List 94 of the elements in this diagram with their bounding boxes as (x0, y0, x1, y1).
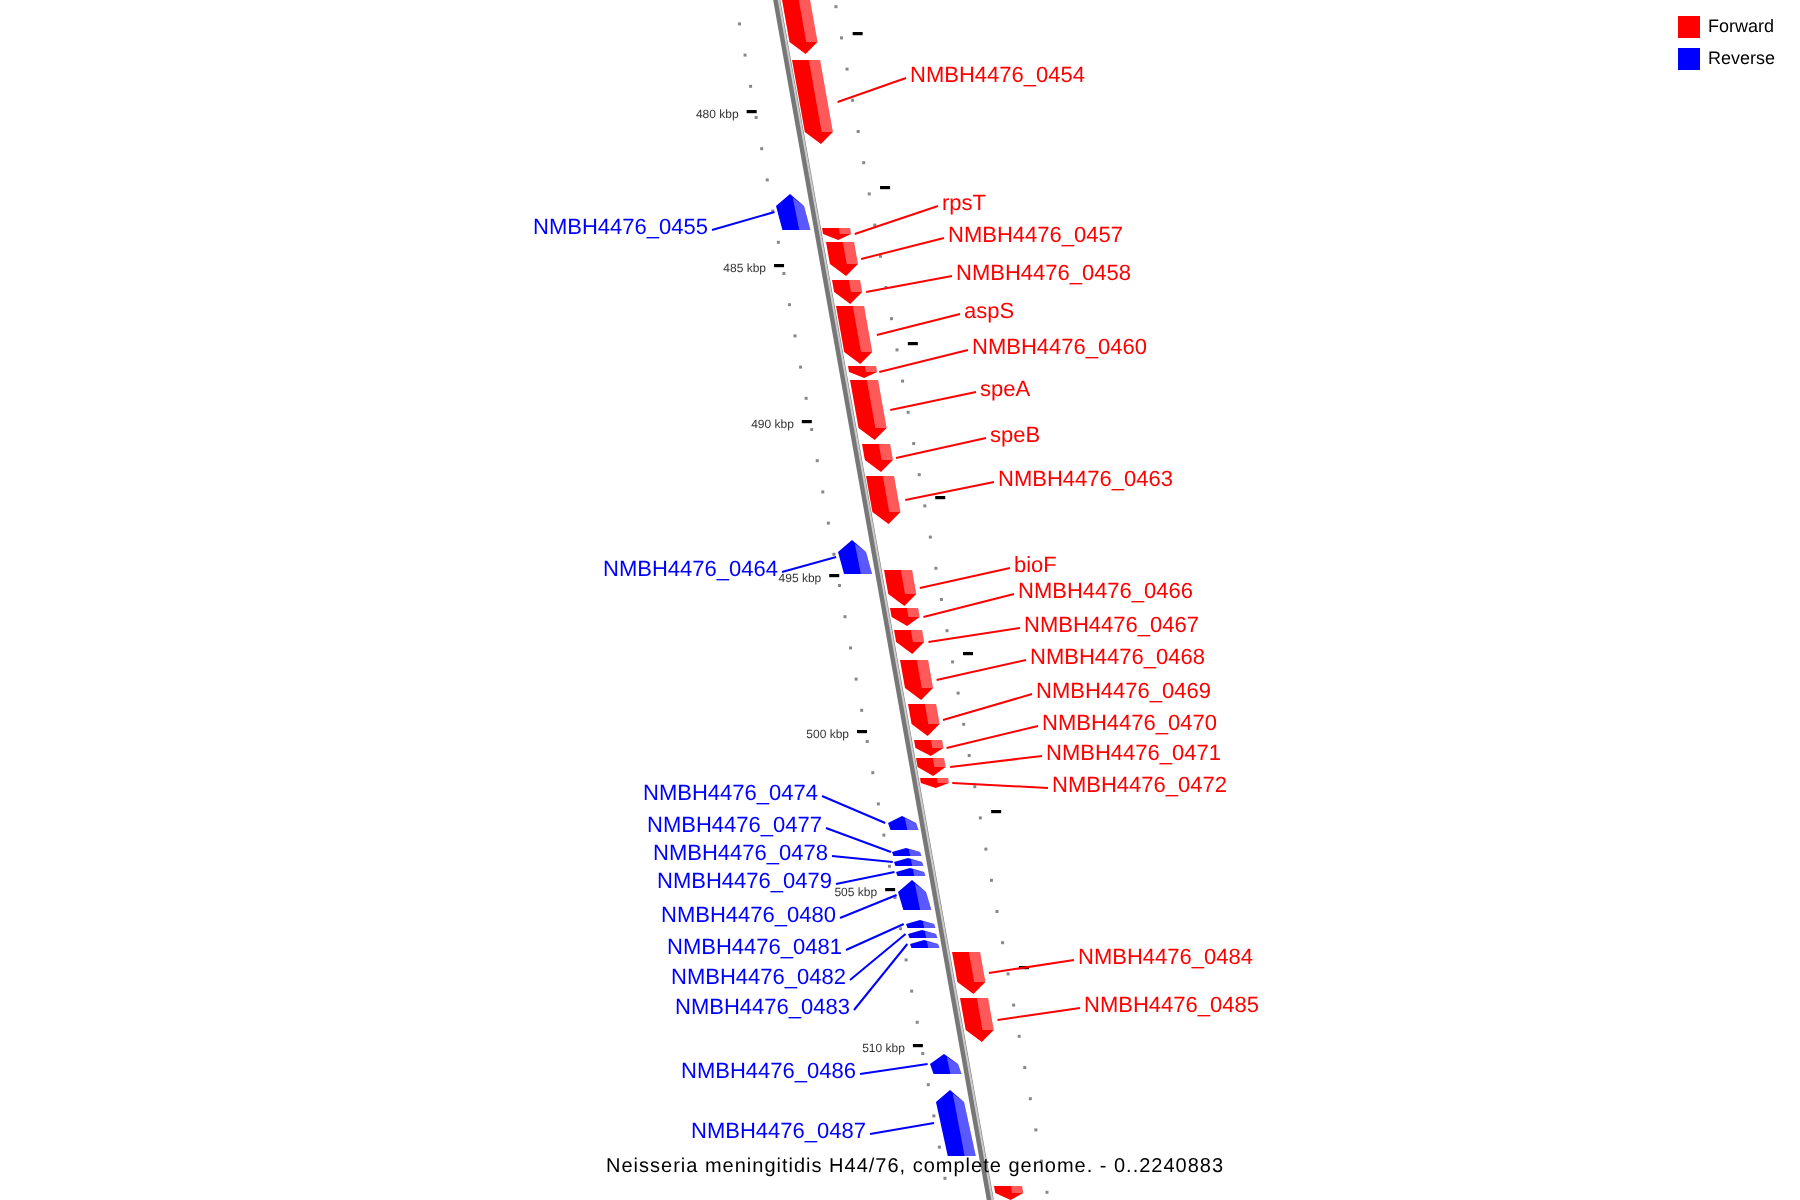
leader-line (711, 211, 776, 231)
gene-label: NMBH4476_0470 (1042, 708, 1217, 740)
leader-line (878, 349, 969, 373)
forward-gene-block (831, 280, 865, 304)
leader-line (859, 1063, 929, 1075)
gene-label: NMBH4476_0479 (657, 866, 832, 898)
forward-gene-block (920, 778, 951, 788)
leader-line (781, 556, 838, 573)
gene-label: aspS (964, 296, 1015, 328)
gene-label: NMBH4476_0463 (998, 464, 1173, 496)
gene-label: NMBH4476_0467 (1024, 610, 1199, 642)
reverse-gene-block (907, 930, 937, 938)
leader-line (951, 782, 1049, 789)
leader-line (996, 1007, 1081, 1021)
reverse-gene-block (892, 848, 923, 856)
leader-line (869, 1122, 935, 1135)
gene-label: NMBH4476_0472 (1052, 770, 1227, 802)
leader-line (895, 437, 987, 459)
forward-gene-block (916, 758, 949, 776)
leader-line (849, 933, 907, 981)
forward-gene-block (959, 998, 996, 1042)
leader-line (821, 795, 887, 824)
reverse-gene-block (776, 194, 811, 230)
forward-gene-block (894, 630, 927, 654)
reverse-gene-block (894, 858, 925, 866)
leader-line (875, 313, 961, 336)
leader-line (853, 943, 909, 1011)
forward-gene-block (907, 704, 941, 736)
reverse-gene-block (887, 816, 918, 830)
leader-line (904, 481, 995, 501)
leader-line (860, 237, 945, 260)
forward-gene-block (890, 608, 922, 626)
forward-gene-block (866, 476, 904, 524)
gene-label: NMBH4476_0460 (972, 332, 1147, 364)
gene-label: NMBH4476_0466 (1018, 576, 1193, 608)
leader-line (935, 659, 1027, 681)
gene-label: bioF (1014, 550, 1057, 582)
leader-line (918, 567, 1011, 589)
reverse-gene-block (909, 940, 939, 948)
gene-label: NMBH4476_0457 (948, 220, 1123, 252)
forward-gene-block (861, 444, 894, 472)
leader-line (831, 855, 894, 863)
gene-label: speA (980, 374, 1031, 406)
leader-line (927, 627, 1021, 643)
gene-label: NMBH4476_0480 (661, 900, 836, 932)
leader-line (825, 827, 892, 853)
gene-label: NMBH4476_0469 (1036, 676, 1211, 708)
leader-line (945, 725, 1039, 749)
gene-label: NMBH4476_0471 (1046, 738, 1221, 770)
gene-label: NMBH4476_0484 (1078, 942, 1253, 974)
reverse-gene-block (838, 540, 873, 574)
gene-label: NMBH4476_0477 (647, 810, 822, 842)
gene-label: NMBH4476_0474 (643, 778, 818, 810)
leader-line (836, 77, 907, 103)
gene-label: NMBH4476_0481 (667, 932, 842, 964)
forward-gene-block (951, 952, 987, 994)
gene-label: NMBH4476_0454 (910, 60, 1085, 92)
caption: Neisseria meningitidis H44/76, complete genome. - 0..2240883 (606, 1154, 1225, 1182)
forward-gene-block (822, 228, 853, 240)
leader-line (987, 959, 1075, 974)
gene-label: NMBH4476_0455 (533, 212, 708, 244)
gene-label: NMBH4476_0485 (1084, 990, 1259, 1022)
gene-label: NMBH4476_0458 (956, 258, 1131, 290)
legend-label: Forward (1708, 16, 1775, 38)
forward-gene-block (782, 0, 820, 54)
gene-label: NMBH4476_0487 (691, 1116, 866, 1148)
leader-line (922, 593, 1015, 618)
leader-line (835, 871, 896, 885)
forward-gene-block (847, 366, 878, 378)
gene-label: NMBH4476_0464 (603, 554, 778, 586)
leader-line (889, 391, 977, 411)
gene-label: NMBH4476_0468 (1030, 642, 1205, 674)
reverse-gene-block (896, 868, 926, 876)
reverse-gene-block (936, 1090, 976, 1156)
gene-label: NMBH4476_0482 (671, 962, 846, 994)
gene-label: speB (990, 420, 1041, 452)
legend-label: Reverse (1708, 48, 1776, 70)
reverse-gene-block (929, 1054, 962, 1074)
gene-label: rpsT (942, 188, 986, 220)
reverse-gene-block (898, 880, 932, 910)
leader-line (853, 205, 939, 235)
leader-line (865, 275, 953, 293)
leader-line (839, 894, 898, 919)
forward-gene-block (993, 1186, 1024, 1200)
forward-gene-block (792, 60, 836, 144)
forward-gene-block (913, 740, 945, 756)
gene-label: NMBH4476_0478 (653, 838, 828, 870)
leader-line (845, 923, 905, 951)
leader-line (942, 693, 1033, 721)
leader-line (949, 755, 1043, 768)
forward-gene-block (899, 660, 935, 700)
gene-label: NMBH4476_0483 (675, 992, 850, 1024)
gene-label: NMBH4476_0486 (681, 1056, 856, 1088)
reverse-gene-block (905, 920, 936, 928)
